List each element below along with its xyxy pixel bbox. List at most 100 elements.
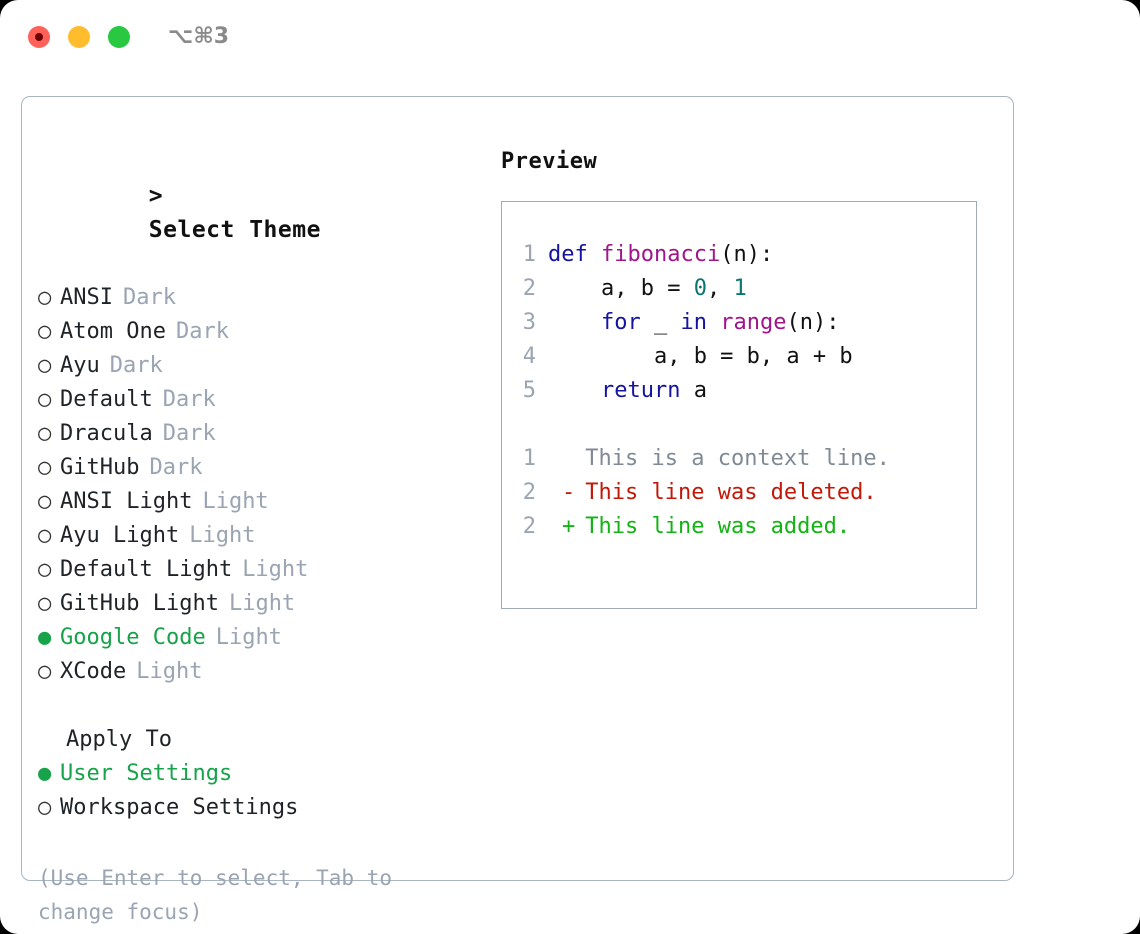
keyboard-shortcut-label: ⌥⌘3 xyxy=(168,24,230,49)
theme-option-label: XCode xyxy=(60,659,127,684)
minimize-window-button[interactable] xyxy=(68,26,90,48)
theme-option-variant: Dark xyxy=(122,285,176,310)
theme-option-ansi-light[interactable]: ○ ANSI Light Light xyxy=(38,485,468,519)
diff-line-ctx: 1 This is a context line. xyxy=(502,442,976,476)
diff-line-del: 2 -This line was deleted. xyxy=(502,476,976,510)
theme-option-variant: Dark xyxy=(162,387,216,412)
theme-option-label: Dracula xyxy=(60,421,153,446)
apply-to-heading: Apply To xyxy=(66,727,172,752)
code-token-kw: return xyxy=(600,378,681,403)
diff-sign xyxy=(548,442,585,476)
line-number: 2 xyxy=(522,514,536,539)
theme-option-variant: Dark xyxy=(162,421,216,446)
apply-to-option-list: ● User Settings ○ Workspace Settings xyxy=(38,757,468,825)
code-line: 2 a, b = 0, 1 xyxy=(502,272,976,306)
apply-to-option-label: Workspace Settings xyxy=(60,795,299,820)
theme-option-label: ANSI Light xyxy=(60,489,193,514)
diff-line-add: 2 + This line was added. xyxy=(502,510,976,544)
code-token-pln xyxy=(707,310,720,335)
theme-option-label: GitHub xyxy=(60,455,140,480)
theme-option-label: Default Light xyxy=(60,557,233,582)
theme-option-variant: Light xyxy=(228,591,296,616)
code-line: 5 return a xyxy=(502,374,976,408)
radio-unselected-icon: ○ xyxy=(38,557,52,582)
code-token-pln xyxy=(548,378,601,403)
radio-unselected-icon: ○ xyxy=(38,353,52,378)
theme-option-ansi[interactable]: ○ ANSI Dark xyxy=(38,281,468,315)
radio-unselected-icon: ○ xyxy=(38,387,52,412)
theme-option-dracula[interactable]: ○ Dracula Dark xyxy=(38,417,468,451)
line-number: 2 xyxy=(522,480,536,505)
radio-unselected-icon: ○ xyxy=(38,523,52,548)
apply-to-option-label: User Settings xyxy=(60,761,233,786)
theme-option-github-light[interactable]: ○ GitHub Light Light xyxy=(38,587,468,621)
code-line-text: a, b = b, a + b xyxy=(548,340,853,374)
code-line-text: for _ in range(n): xyxy=(548,306,839,340)
diff-sign: - xyxy=(562,480,576,505)
theme-option-label: Default xyxy=(60,387,153,412)
code-line: 3 for _ in range(n): xyxy=(502,306,976,340)
code-token-pln: _ xyxy=(640,310,681,335)
code-token-kw: def xyxy=(548,242,601,267)
radio-unselected-icon: ○ xyxy=(38,455,52,480)
theme-option-variant: Light xyxy=(202,489,269,514)
theme-option-variant: Dark xyxy=(175,319,229,344)
apply-to-option-user-settings[interactable]: ● User Settings xyxy=(38,757,468,791)
radio-unselected-icon: ○ xyxy=(38,591,52,616)
radio-unselected-icon: ○ xyxy=(38,285,52,310)
line-number: 5 xyxy=(522,378,536,403)
apply-to-option-workspace-settings[interactable]: ○ Workspace Settings xyxy=(38,791,468,825)
code-token-kw: in xyxy=(680,310,707,335)
code-token-pln: (n): xyxy=(786,310,840,335)
radio-unselected-icon: ○ xyxy=(38,319,52,344)
radio-selected-icon: ● xyxy=(38,625,52,650)
radio-unselected-icon: ○ xyxy=(38,421,52,446)
code-line-text: a, b = 0, 1 xyxy=(548,272,747,306)
theme-option-variant: Dark xyxy=(149,455,203,480)
maximize-window-button[interactable] xyxy=(108,26,130,48)
theme-option-github[interactable]: ○ GitHub Dark xyxy=(38,451,468,485)
theme-option-label: Ayu xyxy=(60,353,100,378)
theme-option-variant: Light xyxy=(242,557,309,582)
radio-unselected-icon: ○ xyxy=(38,795,52,820)
radio-unselected-icon: ○ xyxy=(38,659,52,684)
code-token-pln: , xyxy=(706,276,734,301)
theme-option-label: Google Code xyxy=(60,625,206,650)
theme-option-label: GitHub Light xyxy=(60,591,219,616)
diff-line-text: This line was deleted. xyxy=(585,480,877,505)
recording-indicator-icon xyxy=(35,33,43,41)
spacer xyxy=(502,408,976,442)
radio-unselected-icon: ○ xyxy=(38,489,52,514)
theme-option-default[interactable]: ○ Default Dark xyxy=(38,383,468,417)
theme-option-variant: Light xyxy=(136,659,203,684)
radio-selected-icon: ● xyxy=(38,761,52,786)
diff-sign: + xyxy=(562,514,576,539)
preview-heading: Preview xyxy=(501,149,598,174)
code-token-fn: range xyxy=(720,310,787,335)
code-token-pln: (n): xyxy=(720,242,774,267)
theme-option-default-light[interactable]: ○ Default Light Light xyxy=(38,553,468,587)
diff-line-text: This line was added. xyxy=(585,514,851,539)
code-token-num: 0 xyxy=(693,276,707,301)
keyboard-hint-text: (Use Enter to select, Tab to change focu… xyxy=(38,866,393,924)
theme-option-label: ANSI xyxy=(60,285,113,310)
line-number: 1 xyxy=(522,446,536,471)
page-title: Select Theme xyxy=(148,217,321,243)
code-line: 4 a, b = b, a + b xyxy=(502,340,976,374)
prompt-caret-icon: > xyxy=(148,183,163,209)
theme-option-label: Ayu Light xyxy=(60,523,180,548)
theme-option-xcode[interactable]: ○ XCode Light xyxy=(38,655,468,689)
select-theme-heading: > Select Theme xyxy=(38,145,468,281)
apply-to-section: Apply To ● User Settings ○ Workspace Settin… xyxy=(38,723,468,825)
code-token-fn: fibonacci xyxy=(600,242,721,267)
